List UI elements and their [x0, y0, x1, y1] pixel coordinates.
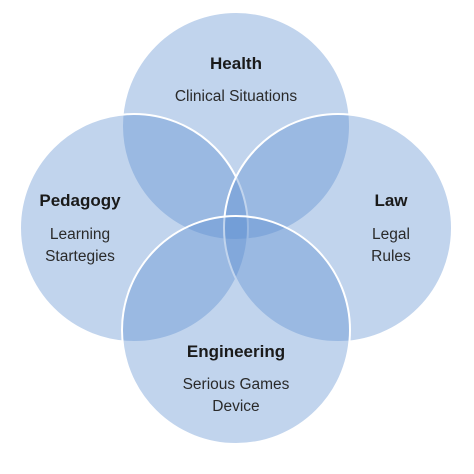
engineering-title: Engineering	[187, 342, 285, 361]
pedagogy-line-2: Startegies	[45, 248, 115, 265]
law-title: Law	[374, 191, 408, 210]
health-circle	[121, 11, 351, 241]
pedagogy-circle	[19, 113, 249, 343]
law-line-2: Rules	[371, 248, 411, 265]
engineering-line-1: Serious Games	[183, 376, 290, 393]
engineering-line-2: Device	[212, 398, 259, 415]
pedagogy-title: Pedagogy	[39, 191, 121, 210]
law-line-1: Legal	[372, 226, 410, 243]
law-circle	[223, 113, 453, 343]
engineering-circle	[121, 215, 351, 445]
health-title: Health	[210, 54, 262, 73]
pedagogy-line-1: Learning	[50, 226, 110, 243]
health-line-1: Clinical Situations	[175, 88, 298, 105]
